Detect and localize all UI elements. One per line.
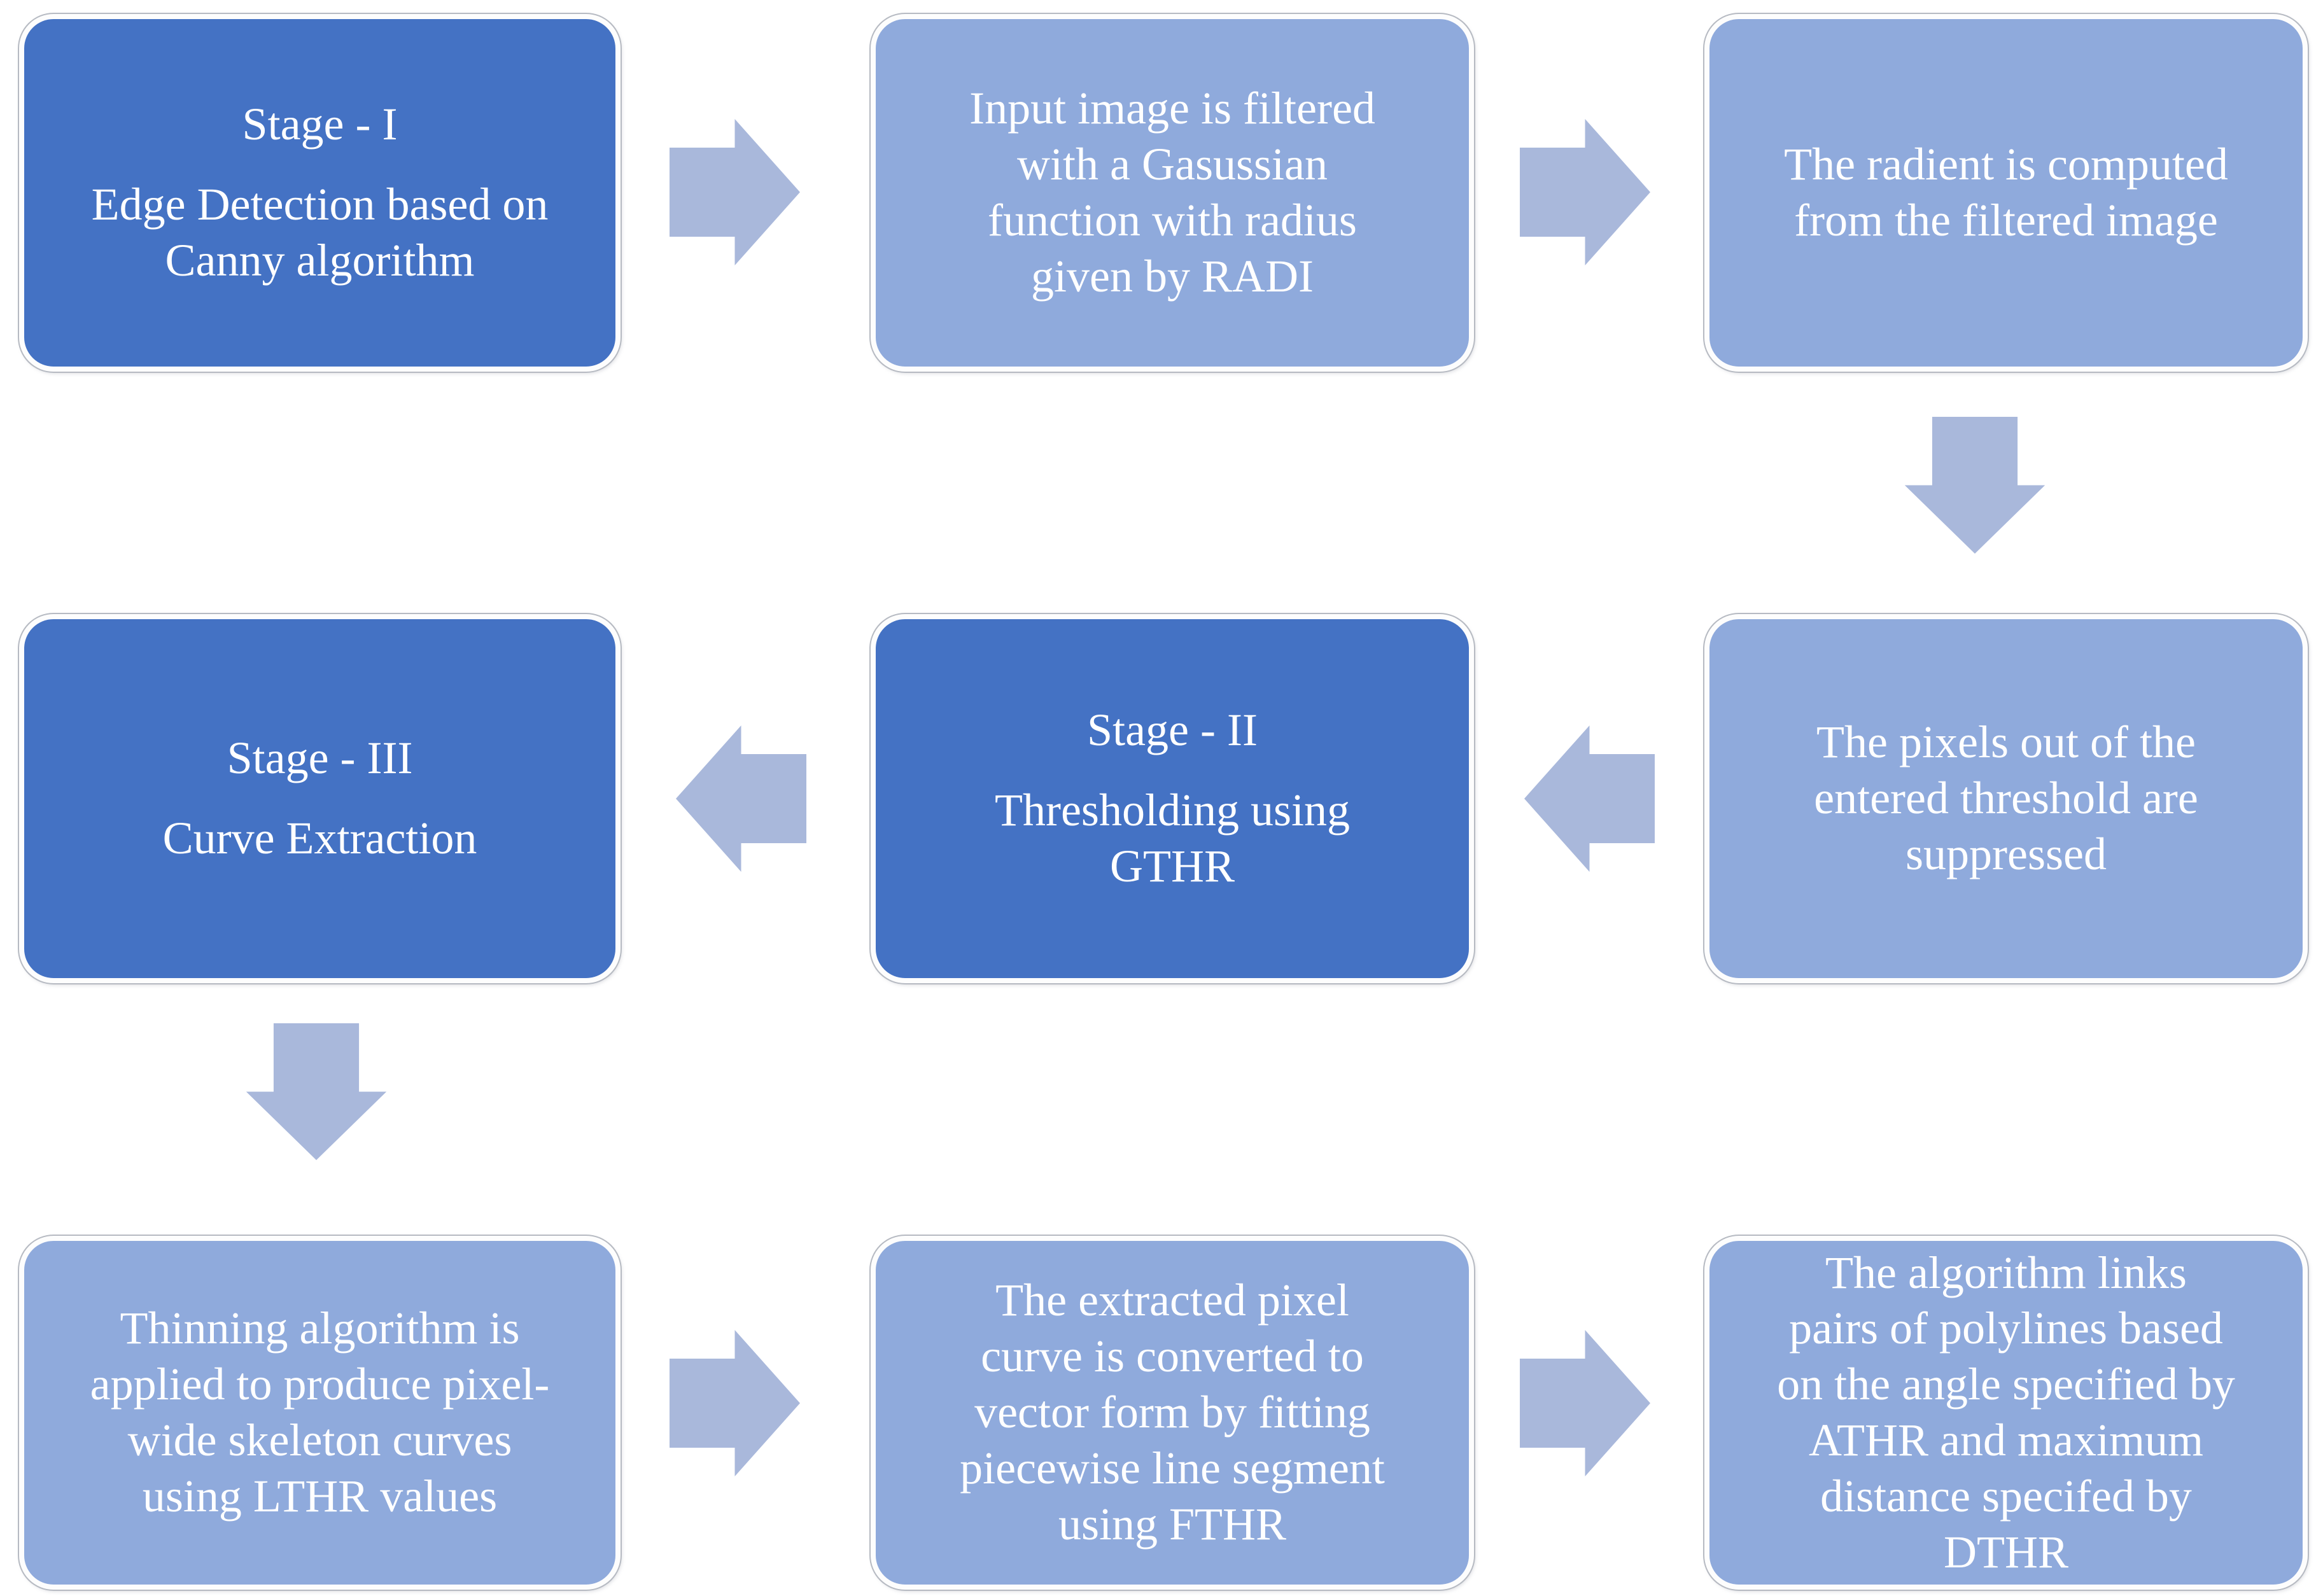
arrow-right-icon [1520,116,1650,269]
arrow-right-icon [670,1327,800,1480]
stage2-text: Thresholding using GTHR [995,785,1350,892]
arrow-right-icon [1520,1327,1650,1480]
arrow-left-icon [1524,722,1655,875]
gaussian-filter-text: Input image is filtered with a Gasussian… [969,83,1375,302]
stage3-text: Curve Extraction [162,813,477,864]
arrow-right-icon [670,116,800,269]
arrow-down-icon [243,1023,390,1160]
stage2-box: Stage - II Thresholding using GTHR [871,614,1474,983]
arrow-left-icon [676,722,806,875]
arrow-down-icon [1902,417,2048,554]
gradient-compute-box: The radient is computed from the filtere… [1704,14,2308,372]
polyline-linking-box: The algorithm links pairs of polylines b… [1704,1236,2308,1590]
threshold-suppress-text: The pixels out of the entered threshold … [1814,717,2198,879]
vectorization-text: The extracted pixel curve is converted t… [960,1275,1385,1550]
threshold-suppress-box: The pixels out of the entered threshold … [1704,614,2308,983]
stage1-box: Stage - I Edge Detection based on Canny … [19,14,621,372]
thinning-text: Thinning algorithm is applied to produce… [90,1303,550,1522]
stage3-title: Stage - III [227,732,413,784]
stage3-box: Stage - III Curve Extraction [19,614,621,983]
gaussian-filter-box: Input image is filtered with a Gasussian… [871,14,1474,372]
vectorization-box: The extracted pixel curve is converted t… [871,1236,1474,1590]
gradient-compute-text: The radient is computed from the filtere… [1784,139,2228,246]
polyline-linking-text: The algorithm links pairs of polylines b… [1777,1247,2235,1578]
stage2-title: Stage - II [1087,704,1258,756]
stage1-title: Stage - I [242,99,398,150]
thinning-box: Thinning algorithm is applied to produce… [19,1236,621,1590]
stage1-text: Edge Detection based on Canny algorithm [91,179,549,286]
